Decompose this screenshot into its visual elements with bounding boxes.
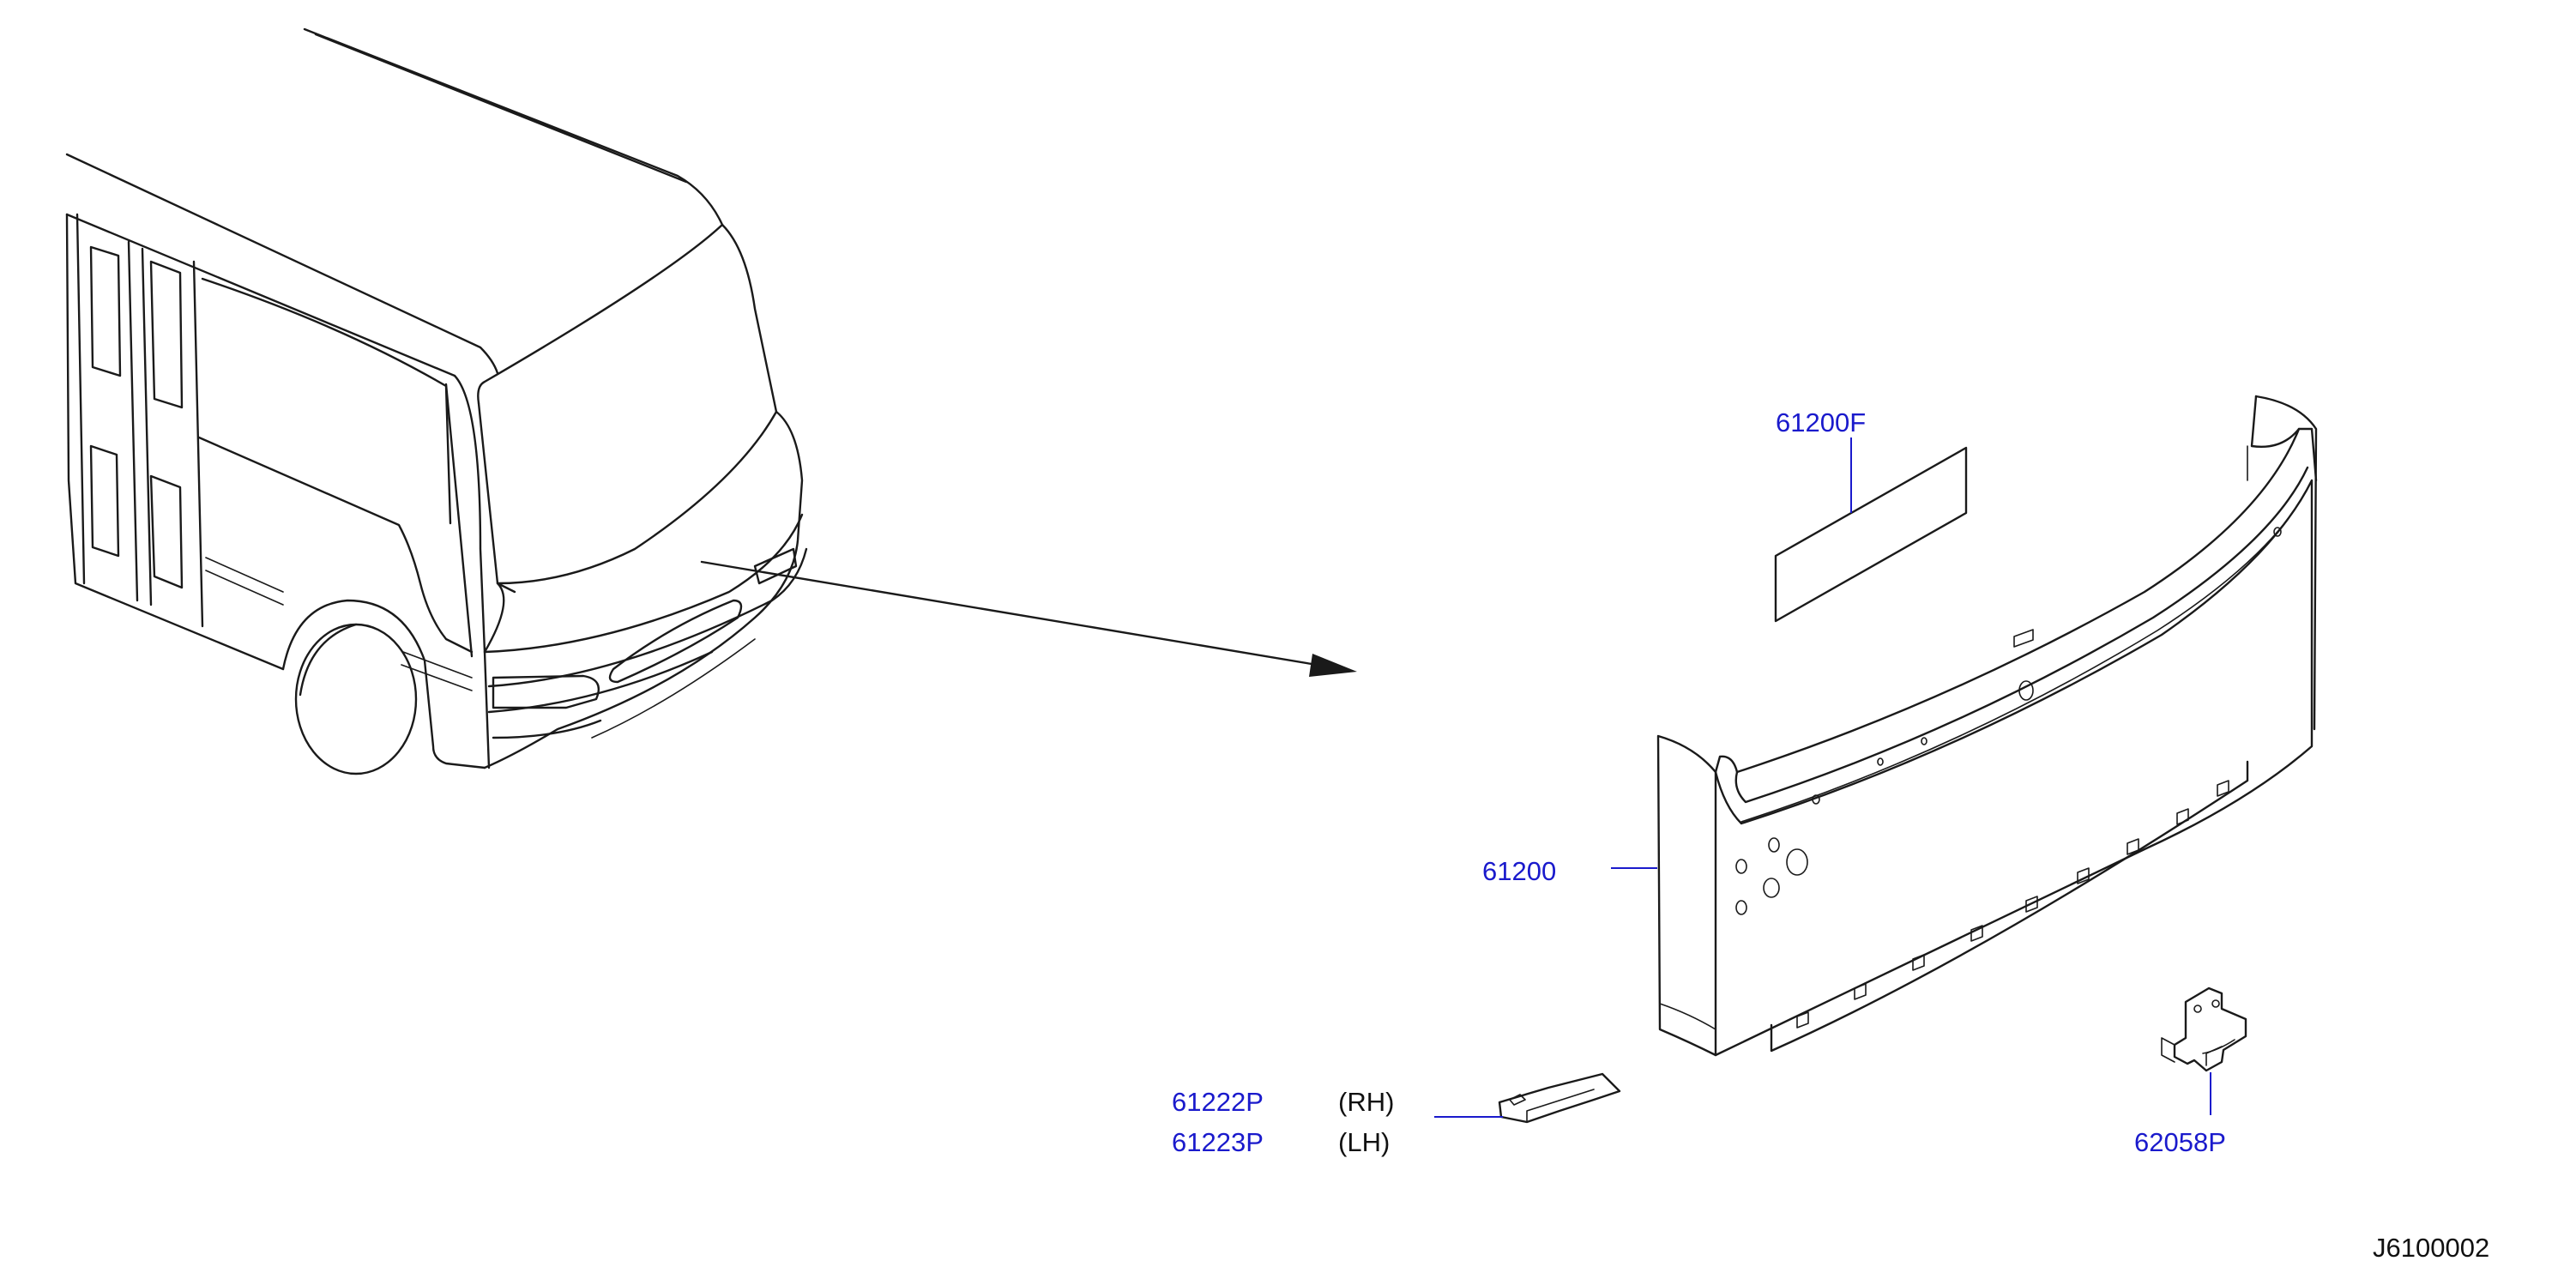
bracket-61222P xyxy=(1498,1072,1621,1124)
part-number-62058P[interactable]: 62058P xyxy=(2134,1127,2226,1157)
side-label-lh: (LH) xyxy=(1338,1127,1390,1157)
front-panel-61200 xyxy=(1656,395,2318,1057)
part-number-61222P[interactable]: 61222P xyxy=(1172,1087,1264,1117)
part-number-61223P[interactable]: 61223P xyxy=(1172,1127,1264,1157)
part-number-61200[interactable]: 61200 xyxy=(1482,856,1556,886)
van-illustration xyxy=(65,27,808,775)
diagram-id: J6100002 xyxy=(2373,1233,2489,1263)
clip-62058P xyxy=(2161,986,2247,1072)
label-sticker-61200F xyxy=(1774,446,1968,623)
side-label-rh: (RH) xyxy=(1338,1087,1394,1117)
direction-arrow xyxy=(700,560,1357,677)
part-number-61200F[interactable]: 61200F xyxy=(1776,407,1866,437)
